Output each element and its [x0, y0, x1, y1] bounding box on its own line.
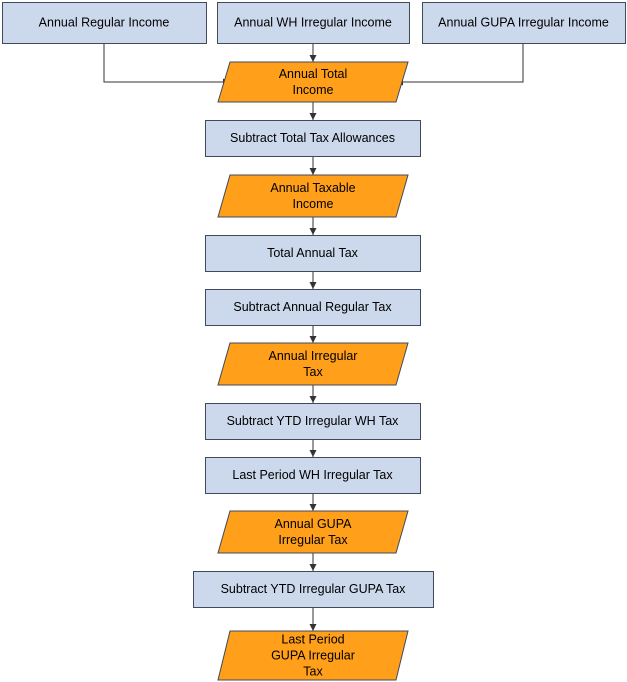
node-label-line: Total Annual Tax — [267, 246, 359, 260]
data-parallelogram — [217, 61, 409, 103]
data-parallelogram — [217, 630, 409, 681]
node-label-line: Annual Regular Income — [39, 16, 170, 30]
node-subtract-total-tax-allowances: Subtract Total Tax Allowances — [205, 120, 421, 157]
node-label-line: Last Period — [281, 633, 344, 647]
node-label-line: Annual Total — [279, 67, 348, 81]
process-box — [205, 457, 421, 494]
process-box — [2, 2, 207, 44]
node-label-line: Subtract YTD Irregular WH Tax — [227, 414, 400, 428]
process-box — [205, 403, 421, 440]
node-label-line: Annual GUPA Irregular Income — [438, 16, 609, 30]
node-label-line: Annual Taxable — [270, 181, 355, 195]
process-box — [422, 2, 626, 44]
connector-annual-gupa-irregular-income-to-annual-total-income — [396, 43, 524, 86]
node-label-line: Tax — [303, 365, 323, 379]
process-box — [205, 235, 421, 272]
data-parallelogram — [217, 342, 409, 386]
node-annual-regular-income: Annual Regular Income — [2, 2, 207, 44]
node-subtract-ytd-irregular-gupa-tax: Subtract YTD Irregular GUPA Tax — [193, 571, 434, 608]
node-label-line: Tax — [303, 665, 323, 679]
node-label-line: Irregular Tax — [278, 533, 348, 547]
connector-annual-regular-income-to-annual-total-income — [103, 43, 230, 86]
connectors — [103, 43, 524, 631]
node-label-line: Subtract Annual Regular Tax — [233, 300, 392, 314]
data-parallelogram — [217, 510, 409, 554]
node-annual-gupa-irregular-tax: Annual GUPA Irregular Tax — [217, 510, 409, 554]
process-box — [205, 120, 421, 157]
node-subtract-annual-regular-tax: Subtract Annual Regular Tax — [205, 289, 421, 326]
node-label-line: Annual GUPA — [275, 517, 353, 531]
node-annual-wh-irregular-income: Annual WH Irregular Income — [217, 2, 410, 44]
node-label-line: Last Period WH Irregular Tax — [232, 468, 393, 482]
process-box — [205, 289, 421, 326]
node-label-line: Subtract Total Tax Allowances — [230, 131, 395, 145]
node-label-line: Annual Irregular — [269, 349, 358, 363]
node-label-line: GUPA Irregular — [271, 649, 355, 663]
node-subtract-ytd-irregular-wh-tax: Subtract YTD Irregular WH Tax — [205, 403, 421, 440]
node-label-line: Subtract YTD Irregular GUPA Tax — [221, 582, 407, 596]
node-total-annual-tax: Total Annual Tax — [205, 235, 421, 272]
node-label-line: Income — [293, 83, 334, 97]
node-label-line: Annual WH Irregular Income — [234, 16, 392, 30]
data-parallelogram — [217, 174, 409, 218]
process-box — [193, 571, 434, 608]
node-annual-gupa-irregular-income: Annual GUPA Irregular Income — [422, 2, 626, 44]
node-last-period-wh-irregular-tax: Last Period WH Irregular Tax — [205, 457, 421, 494]
process-box — [217, 2, 410, 44]
node-label-line: Income — [293, 197, 334, 211]
